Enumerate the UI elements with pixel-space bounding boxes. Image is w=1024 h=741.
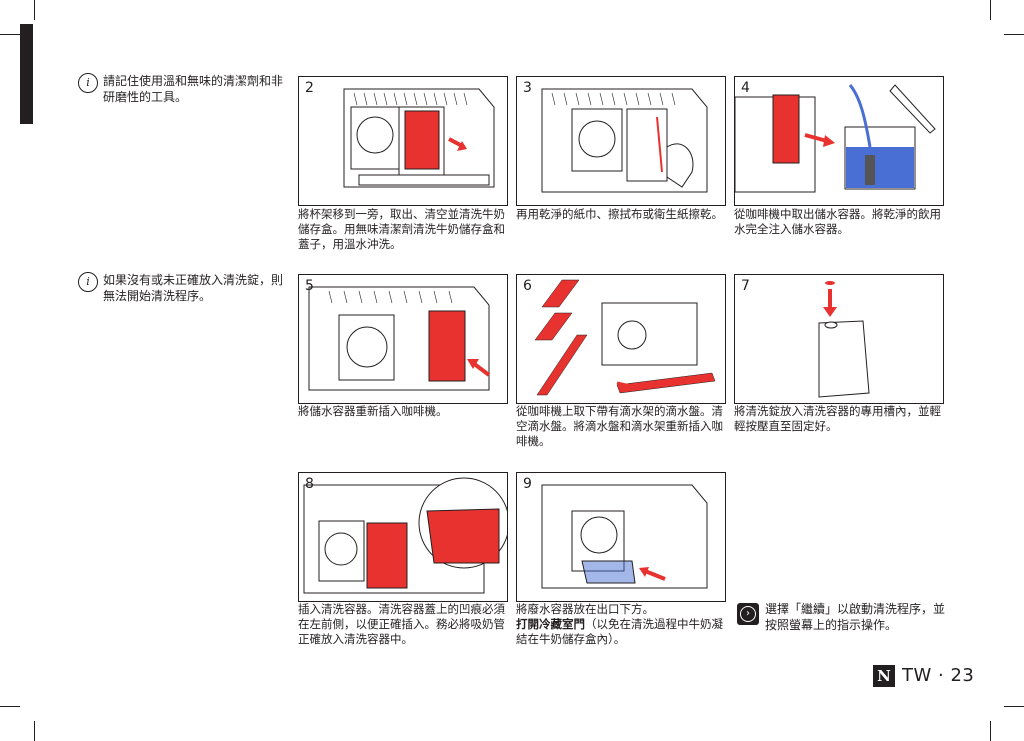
step-number: 2	[305, 80, 314, 96]
step-6-caption: 從咖啡機上取下帶有滴水架的滴水盤。清空滴水盤。將滴水盤和滴水架重新插入咖啡機。	[516, 404, 723, 448]
next-icon: ›	[737, 603, 759, 625]
step-8-illustration: 8	[298, 472, 508, 602]
info-icon: i	[78, 73, 98, 93]
page-number: TW · 23	[902, 665, 975, 686]
step-7-caption: 將清洗錠放入清洗容器的專用槽內，並輕輕按壓直至固定好。	[734, 404, 941, 433]
step-number: 8	[305, 476, 314, 492]
fill-water-tank-illustration	[735, 84, 936, 193]
step-9-caption: 將廢水容器放在出口下方。 打開冷藏室門（以免在清洗過程中牛奶凝結在牛奶儲存盒內）…	[516, 602, 728, 647]
step-4-illustration: 4	[734, 76, 944, 206]
step-2-caption: 將杯架移到一旁，取出、清空並清洗牛奶儲存盒。用無味清潔劑清洗牛奶儲存盒和蓋子，用…	[298, 207, 505, 251]
step-8-caption: 插入清洗容器。清洗容器蓋上的凹痕必須在左前側，以便正確插入。務必將吸奶管正確放入…	[298, 602, 505, 646]
step-2-illustration: 2	[298, 76, 508, 206]
step-6-illustration: 6	[516, 274, 726, 404]
color-bar	[20, 24, 33, 124]
step-number: 3	[523, 80, 532, 96]
caption-rest: （以免在清洗過程中牛奶凝結在牛奶儲存盒內）。	[516, 617, 723, 646]
final-instruction: 選擇「繼續」以啟動清洗程序，並按照螢幕上的指示操作。	[765, 602, 946, 632]
brand-logo-icon: N	[873, 665, 895, 687]
crop-mark	[34, 721, 35, 741]
step-number: 4	[741, 80, 750, 96]
note-text: 如果沒有或未正確放入清洗錠，則無法開始清洗程序。	[103, 273, 284, 303]
crop-mark	[1004, 34, 1024, 35]
cleaning-tablet-illustration	[818, 281, 870, 398]
insert-cleaning-container-illustration	[303, 477, 507, 594]
step-number: 6	[523, 278, 532, 294]
step-number: 7	[741, 278, 750, 294]
step-3-caption: 再用乾淨的紙巾、擦拭布或衛生紙擦乾。	[516, 207, 723, 221]
step-3-illustration: 3	[516, 76, 726, 206]
crop-mark	[990, 721, 991, 741]
caption-bold: 打開冷藏室門	[516, 617, 585, 631]
machine-remove-milk-container-illustration	[343, 88, 495, 188]
step-7-illustration: 7	[734, 274, 944, 404]
crop-mark	[34, 0, 35, 20]
insert-water-tank-illustration	[308, 286, 491, 391]
drip-tray-illustration	[534, 279, 716, 396]
step-5-caption: 將儲水容器重新插入咖啡機。	[298, 404, 448, 418]
step-number: 9	[523, 476, 532, 492]
note-mild-detergent: i 請記住使用溫和無味的清潔劑和非研磨性的工具。	[78, 73, 288, 105]
crop-mark	[990, 0, 991, 20]
chevron-right-icon: ›	[740, 606, 756, 622]
step-9-illustration: 9	[516, 472, 726, 602]
step-5-illustration: 5	[298, 274, 508, 404]
wipe-container-illustration	[541, 88, 708, 193]
note-text: 請記住使用溫和無味的清潔劑和非研磨性的工具。	[103, 74, 284, 104]
crop-mark	[0, 34, 20, 35]
step-4-caption: 從咖啡機中取出儲水容器。將乾淨的飲用水完全注入儲水容器。	[734, 207, 941, 236]
note-cleaning-tablet: i 如果沒有或未正確放入清洗錠，則無法開始清洗程序。	[78, 272, 288, 304]
caption-main: 將廢水容器放在出口下方。	[516, 602, 654, 616]
crop-mark	[0, 706, 20, 707]
waste-water-container-illustration	[541, 484, 708, 589]
crop-mark	[1004, 706, 1024, 707]
info-icon: i	[78, 272, 98, 292]
step-number: 5	[305, 278, 314, 294]
